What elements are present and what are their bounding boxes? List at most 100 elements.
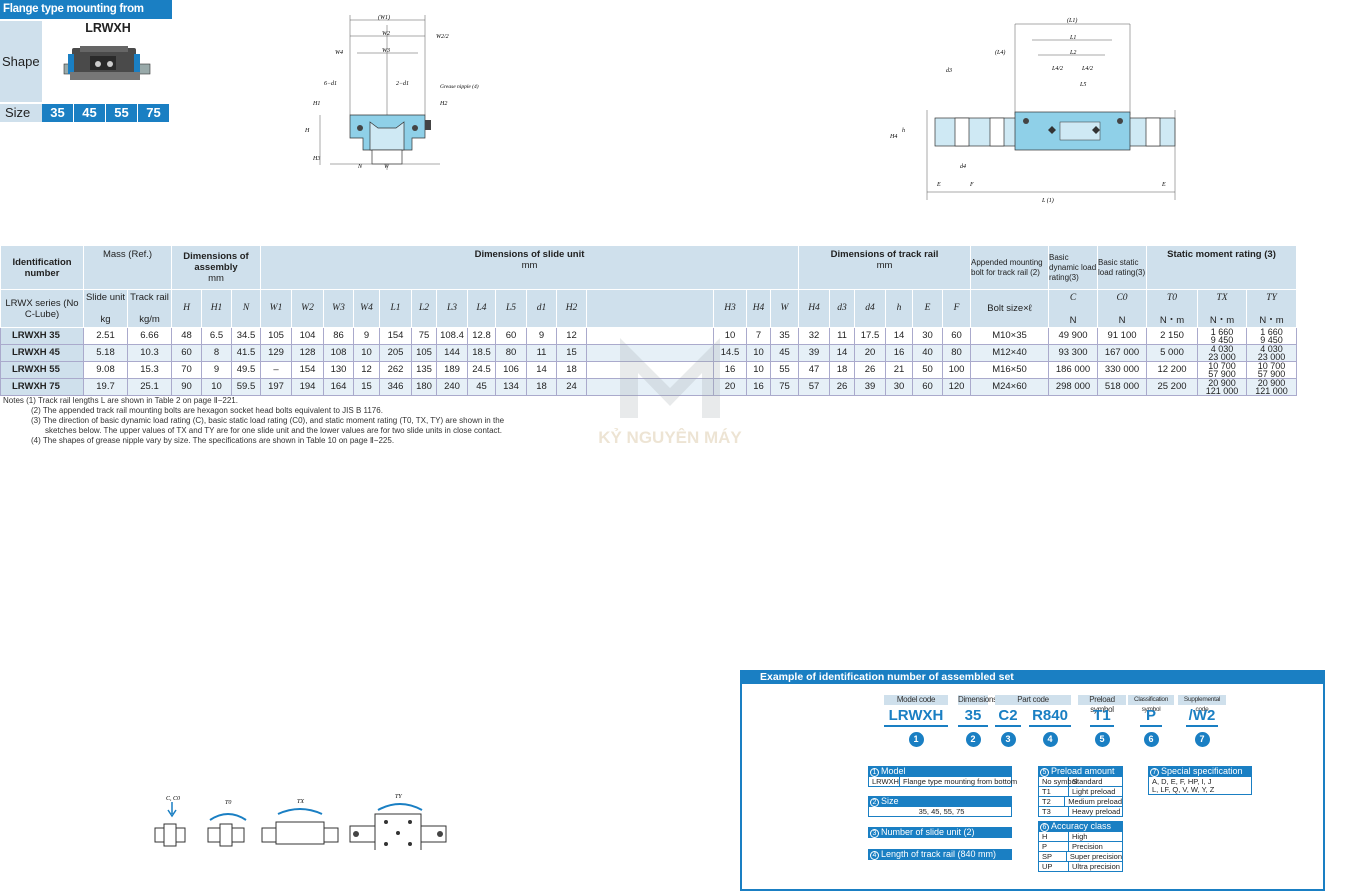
code-group-part-slide: C2 3: [995, 705, 1021, 747]
cell-w: 55: [770, 361, 799, 379]
code-rail: R840: [1032, 707, 1068, 724]
th-col-n: N: [231, 289, 261, 328]
cell-c: 49 900: [1048, 327, 1098, 345]
cell-l4: 12.8: [467, 327, 496, 345]
cell-c0: 518 000: [1097, 378, 1147, 396]
note-1: Notes (1) Track rail lengths L are shown…: [3, 396, 238, 405]
label-l1p: (L1): [1067, 17, 1077, 24]
row-id: LRWXH 75: [0, 378, 84, 396]
cell-l3: 108.4: [436, 327, 468, 345]
th-bolt-size: Bolt size×ℓ: [970, 289, 1049, 328]
th-col-d4: d4: [854, 289, 886, 328]
th-ident: Identification number: [0, 245, 84, 290]
label-l4p: (L4): [995, 49, 1005, 56]
cell-c0: 91 100: [1097, 327, 1147, 345]
row-id: LRWXH 55: [0, 361, 84, 379]
cell-blank: [586, 378, 714, 396]
moment-sketches: C, C0 T0 TX TY: [154, 794, 447, 850]
label-l-rail: L (1): [1041, 197, 1054, 204]
cell-d3: 18: [829, 361, 855, 379]
cell-w3: 130: [323, 361, 354, 379]
cell-d4: 26: [854, 361, 886, 379]
cell-d4: 20: [854, 344, 886, 362]
cell-l4: 45: [467, 378, 496, 396]
cell-rm: 10.3: [127, 344, 172, 362]
cell-rm: 25.1: [127, 378, 172, 396]
size-label: Size: [0, 104, 42, 122]
num-3: 3: [1000, 732, 1016, 747]
size-55: 55: [106, 104, 137, 122]
cell-h: 90: [171, 378, 202, 396]
example-title: Example of identification number of asse…: [742, 670, 1325, 684]
note-2: (2) The appended track rail mounting bol…: [31, 406, 383, 415]
cell-d1: 11: [526, 344, 557, 362]
code-preload: T1: [1093, 707, 1111, 724]
cell-w1: –: [260, 361, 292, 379]
cell-w2: 104: [291, 327, 324, 345]
cell-c0: 330 000: [1097, 361, 1147, 379]
label-ty: TY: [395, 794, 402, 800]
cell-bolt: M24×60: [970, 378, 1049, 396]
cell-w4: 9: [353, 327, 380, 345]
cell-f: 80: [942, 344, 971, 362]
code-group-part: Part code: [995, 695, 1071, 705]
cell-c: 298 000: [1048, 378, 1098, 396]
cell-sm: 5.18: [83, 344, 128, 362]
side-view-drawing: (L1) L1 L2 (L4) L4/2 L4/2 L5 d3 d4 H4 h …: [889, 17, 1176, 204]
label-h3: H3: [312, 156, 320, 162]
cell-l2: 180: [411, 378, 437, 396]
watermark-logo: [620, 338, 720, 418]
cell-l5: 134: [495, 378, 527, 396]
label-grease: Grease nipple (4): [440, 83, 479, 90]
th-col-l3: L3: [436, 289, 468, 328]
product-header: Flange type mounting from bottom Shape L…: [0, 0, 172, 122]
cell-w1: 129: [260, 344, 292, 362]
cell-w2: 128: [291, 344, 324, 362]
cell-bolt: M16×50: [970, 361, 1049, 379]
cell-l5: 60: [495, 327, 527, 345]
th-col-l5: L5: [495, 289, 527, 328]
th-col-w1: W1: [260, 289, 292, 328]
cell-sm: 2.51: [83, 327, 128, 345]
code-supplement: /W2: [1188, 707, 1216, 724]
label-tx: TX: [297, 799, 304, 805]
cell-w: 45: [770, 344, 799, 362]
cell-w3: 86: [323, 327, 354, 345]
cell-h: 48: [171, 327, 202, 345]
th-col-w: W: [770, 289, 799, 328]
cell-c0: 167 000: [1097, 344, 1147, 362]
product-shape-image: [63, 46, 151, 80]
cell-h4r: 32: [798, 327, 830, 345]
row-id: LRWXH 35: [0, 327, 84, 345]
cell-rm: 15.3: [127, 361, 172, 379]
cross-section-drawing: (W1) W2 W3 W4 W2/2 6−d1 2−d1 Grease nipp…: [304, 14, 479, 170]
label-w3: W3: [382, 48, 390, 54]
label-f: F: [969, 182, 974, 188]
cell-l3: 189: [436, 361, 468, 379]
th-col-l4: L4: [467, 289, 496, 328]
cell-f: 60: [942, 327, 971, 345]
cell-d4: 17.5: [854, 327, 886, 345]
cell-d4: 39: [854, 378, 886, 396]
th-col-e: E: [912, 289, 943, 328]
cell-d3: 26: [829, 378, 855, 396]
th-col-h1: H1: [201, 289, 232, 328]
th-col-l1: L1: [379, 289, 412, 328]
cell-h: 70: [171, 361, 202, 379]
cell-t0: 25 200: [1146, 378, 1198, 396]
cell-h1: 6.5: [201, 327, 232, 345]
cell-l5: 80: [495, 344, 527, 362]
label-h2: H2: [439, 101, 447, 107]
num-2: 2: [965, 732, 981, 747]
cell-l3: 240: [436, 378, 468, 396]
size-75: 75: [138, 104, 169, 122]
cell-l3: 144: [436, 344, 468, 362]
label-l2: L2: [1069, 50, 1076, 56]
label-l1: L1: [1069, 35, 1076, 41]
